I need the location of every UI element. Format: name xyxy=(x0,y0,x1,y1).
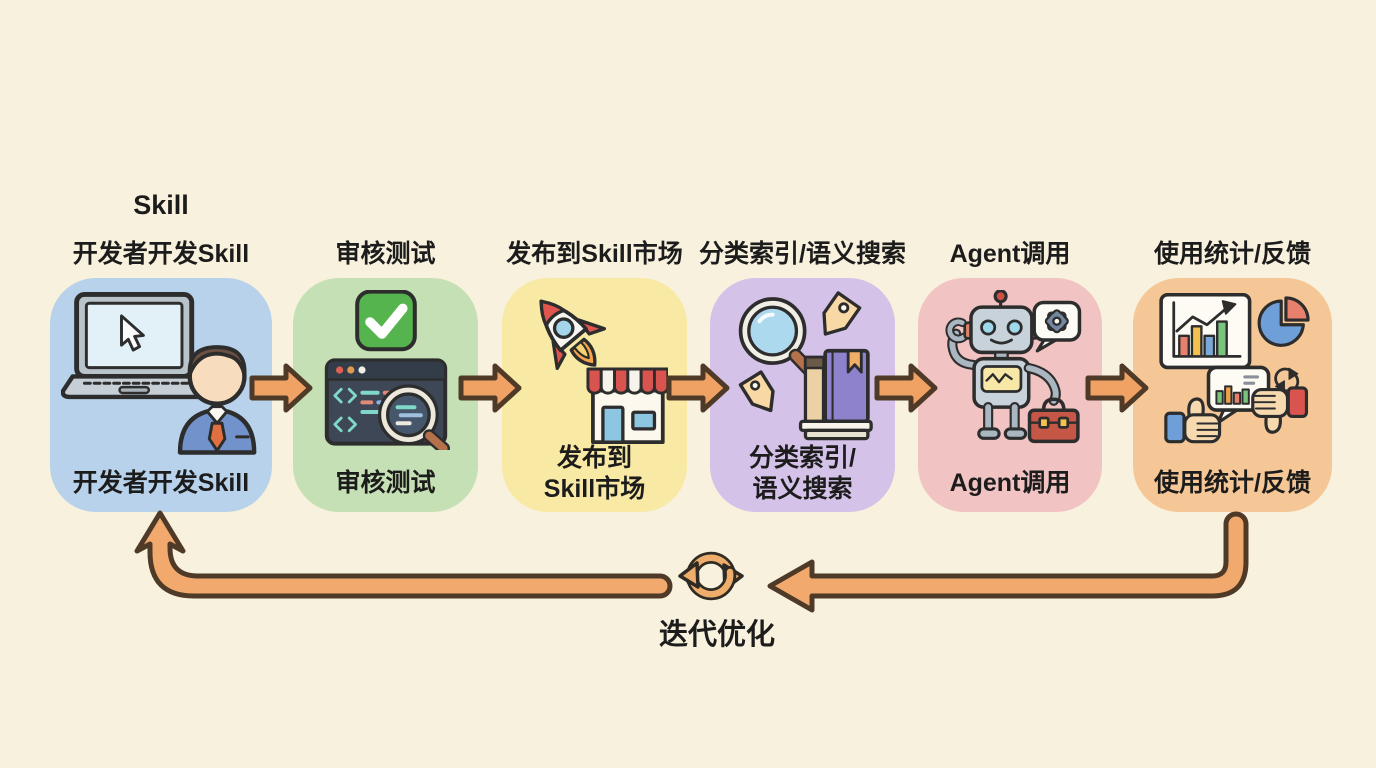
stage-stats-card: 使用统计/反馈 xyxy=(1133,278,1332,512)
stage-review-label: 审核测试 xyxy=(335,239,436,268)
stage-stats-caption: 使用统计/反馈 xyxy=(1154,468,1311,497)
stage-stats: 使用统计/反馈 xyxy=(1133,225,1332,512)
stage-stats-label: 使用统计/反馈 xyxy=(1154,239,1311,268)
rocket-storefront-icon xyxy=(538,299,668,445)
stage-develop: 开发者开发Skill xyxy=(50,225,272,512)
flow-arrow-1-icon xyxy=(249,363,313,413)
stage-index-label: 分类索引/语义搜索 xyxy=(699,239,906,268)
stage-index-caption: 分类索引/语义搜索 xyxy=(749,444,856,503)
stage-index: 分类索引/语义搜索 xyxy=(699,225,906,512)
developer-laptop-icon xyxy=(61,292,257,455)
search-tags-books-icon xyxy=(738,291,873,441)
stage-agent-caption: Agent调用 xyxy=(949,468,1071,497)
stage-develop-caption: 开发者开发Skill xyxy=(72,468,250,497)
stage-agent: Agent调用 xyxy=(918,225,1102,512)
stage-publish-label: 发布到Skill市场 xyxy=(506,239,683,268)
loop-right-segment xyxy=(767,511,1249,613)
stage-review-card: 审核测试 xyxy=(293,278,478,512)
page-title: Skill xyxy=(133,190,189,220)
stage-develop-label: 开发者开发Skill xyxy=(72,239,250,268)
flow-arrow-4-icon xyxy=(874,363,938,413)
stage-agent-label: Agent调用 xyxy=(949,239,1071,268)
stage-index-card: 分类索引/语义搜索 xyxy=(710,278,895,512)
check-code-review-icon xyxy=(324,290,450,450)
flow-arrow-3-icon xyxy=(666,363,730,413)
stage-agent-card: Agent调用 xyxy=(918,278,1102,512)
stage-publish: 发布到Skill市场 xyxy=(502,225,687,512)
stage-review: 审核测试 xyxy=(293,225,478,512)
stage-develop-card: 开发者开发Skill xyxy=(50,278,272,512)
flow-arrow-2-icon xyxy=(458,363,522,413)
loop-left-segment xyxy=(134,510,673,599)
robot-toolbox-icon xyxy=(945,290,1082,444)
charts-feedback-icon xyxy=(1158,292,1310,444)
stage-review-caption: 审核测试 xyxy=(335,468,436,497)
refresh-cycle-icon xyxy=(678,551,744,601)
flow-arrow-5-icon xyxy=(1085,363,1149,413)
loop-label: 迭代优化 xyxy=(658,619,775,651)
